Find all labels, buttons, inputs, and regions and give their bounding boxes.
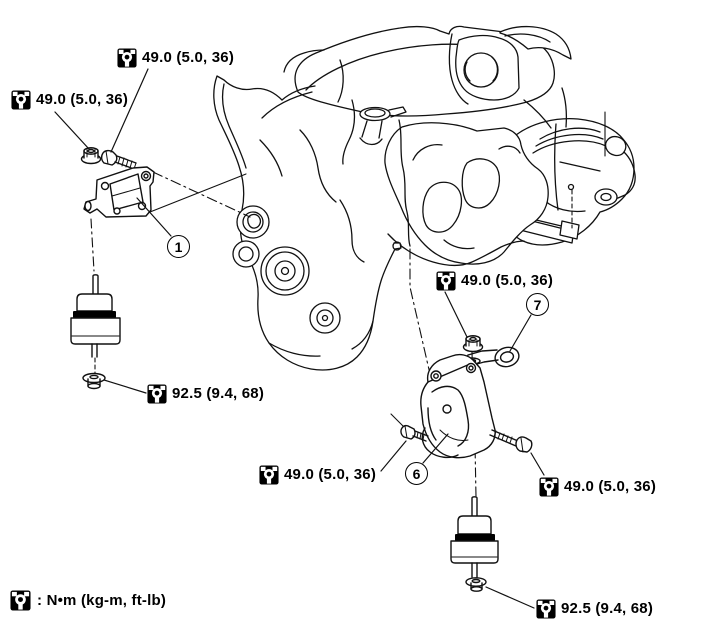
right-mount-bracket-assembly [400, 335, 533, 459]
legend-text: : N•m (kg-m, ft-lb) [37, 591, 167, 609]
torque-label-right-bolt: 49.0 (5.0, 36) [539, 477, 656, 497]
torque-unit-legend: : N•m (kg-m, ft-lb) [10, 590, 166, 611]
torque-value: 49.0 (5.0, 36) [36, 91, 129, 108]
left-mount-bracket-assembly [80, 147, 155, 218]
torque-value: 49.0 (5.0, 36) [461, 272, 554, 289]
torque-label-upper-nut: 49.0 (5.0, 36) [11, 90, 128, 110]
torque-wrench-icon [436, 271, 456, 291]
torque-label-lower-left-bolt: 49.0 (5.0, 36) [259, 465, 376, 485]
engine-block [213, 25, 572, 371]
torque-wrench-icon [117, 48, 137, 68]
torque-value: 49.0 (5.0, 36) [284, 466, 377, 483]
torque-label-left-insulator-nut: 92.5 (9.4, 68) [147, 384, 264, 404]
torque-wrench-icon [259, 465, 279, 485]
callout-part-1: 1 [167, 235, 190, 258]
torque-value: 92.5 (9.4, 68) [561, 600, 654, 617]
callout-part-7: 7 [526, 293, 549, 316]
torque-wrench-icon [147, 384, 167, 404]
torque-value: 49.0 (5.0, 36) [142, 49, 235, 66]
torque-label-upper-bolt: 49.0 (5.0, 36) [117, 48, 234, 68]
callout-part-6: 6 [405, 462, 428, 485]
torque-wrench-icon [539, 477, 559, 497]
left-mount-insulator [70, 274, 121, 390]
leader-lines [54, 68, 545, 609]
torque-wrench-icon [11, 90, 31, 110]
torque-label-center-nut: 49.0 (5.0, 36) [436, 271, 553, 291]
torque-value: 92.5 (9.4, 68) [172, 385, 265, 402]
torque-label-right-insulator-nut: 92.5 (9.4, 68) [536, 599, 653, 619]
torque-value: 49.0 (5.0, 36) [564, 478, 657, 495]
right-mount-insulator [450, 496, 499, 592]
torque-wrench-icon [10, 590, 31, 611]
torque-wrench-icon [536, 599, 556, 619]
